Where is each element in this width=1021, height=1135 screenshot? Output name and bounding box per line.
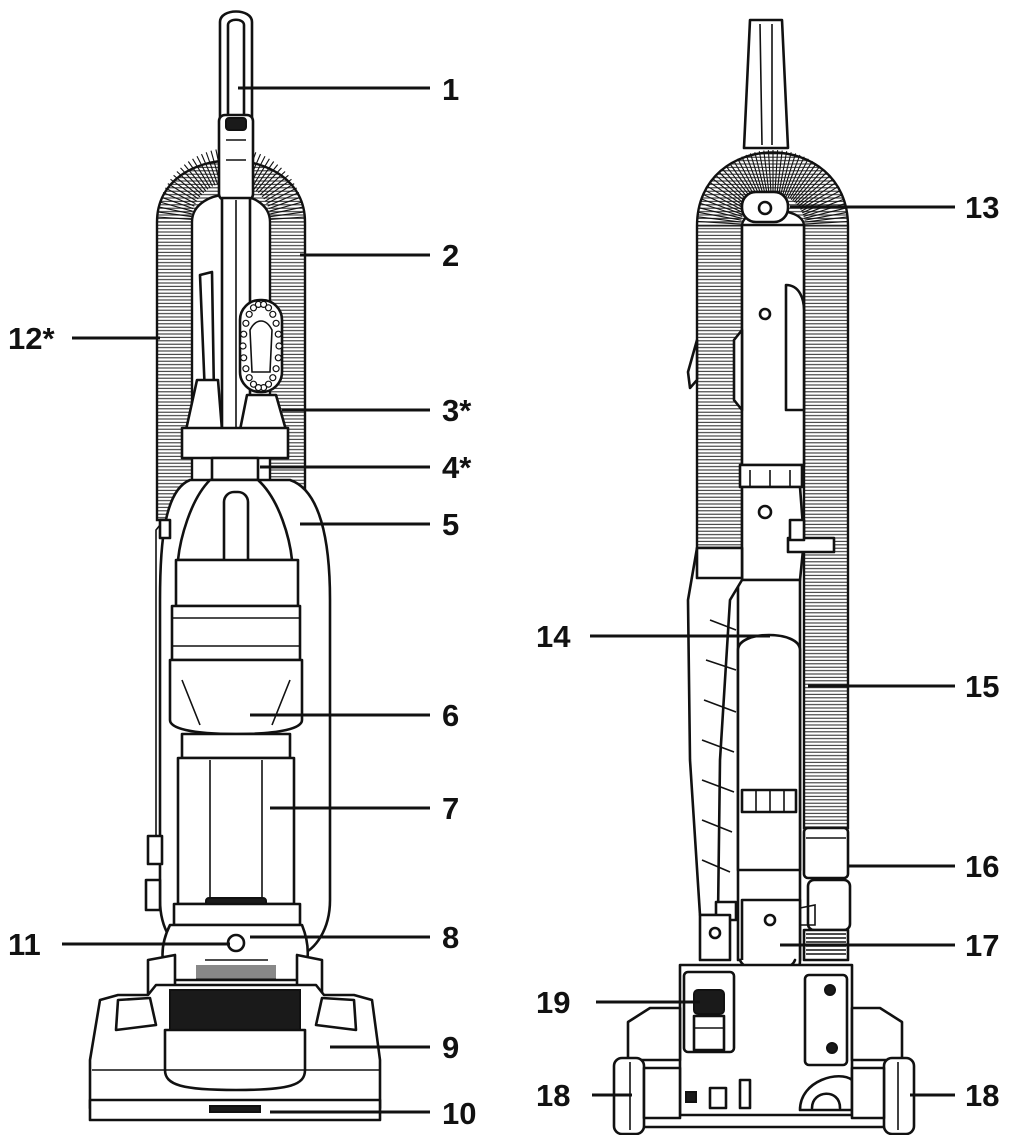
brush-bristle [276, 343, 282, 349]
callout-12: 12* [8, 321, 55, 356]
brush-bristle [251, 381, 257, 387]
callout-18-right: 18 [965, 1078, 999, 1113]
brush-bristle [246, 375, 252, 381]
callout-9: 9 [442, 1030, 459, 1065]
back-view-illustration [614, 20, 914, 1134]
brush-bristle [240, 343, 246, 349]
callout-16: 16 [965, 849, 999, 884]
brush-bristle [243, 366, 249, 372]
callout-1: 1 [442, 72, 459, 107]
front-view-illustration [90, 12, 380, 1121]
brush-bristle [273, 366, 279, 372]
dusting-brush [240, 300, 286, 430]
callout-11: 11 [8, 927, 41, 962]
brush-bristle [270, 375, 276, 381]
brush-bristle [243, 320, 249, 326]
brush-bristle [270, 311, 276, 317]
callout-3: 3* [442, 393, 472, 428]
callout-2: 2 [442, 238, 459, 273]
callout-18-left: 18 [536, 1078, 570, 1113]
brush-bristle [246, 311, 252, 317]
callout-7: 7 [442, 791, 459, 826]
brush-bristle [241, 331, 247, 337]
handle [219, 12, 253, 201]
callout-8: 8 [442, 920, 459, 955]
motor-housing [163, 925, 308, 980]
callout-6: 6 [442, 698, 459, 733]
callout-13: 13 [965, 190, 999, 225]
height-adjust-knob [684, 972, 734, 1052]
callout-17: 17 [965, 928, 999, 963]
brush-bristle [266, 305, 272, 311]
brush-bristle [275, 331, 281, 337]
brush-bristle [275, 355, 281, 361]
rear-wheel-right [884, 1058, 914, 1134]
callout-5: 5 [442, 507, 459, 542]
brush-bristle [273, 320, 279, 326]
callout-15: 15 [965, 669, 999, 704]
brush-bristle [241, 355, 247, 361]
dirt-cup [160, 480, 330, 955]
callout-10: 10 [442, 1096, 476, 1131]
callout-4: 4* [442, 450, 472, 485]
callout-14: 14 [536, 619, 571, 654]
callout-19: 19 [536, 985, 570, 1020]
